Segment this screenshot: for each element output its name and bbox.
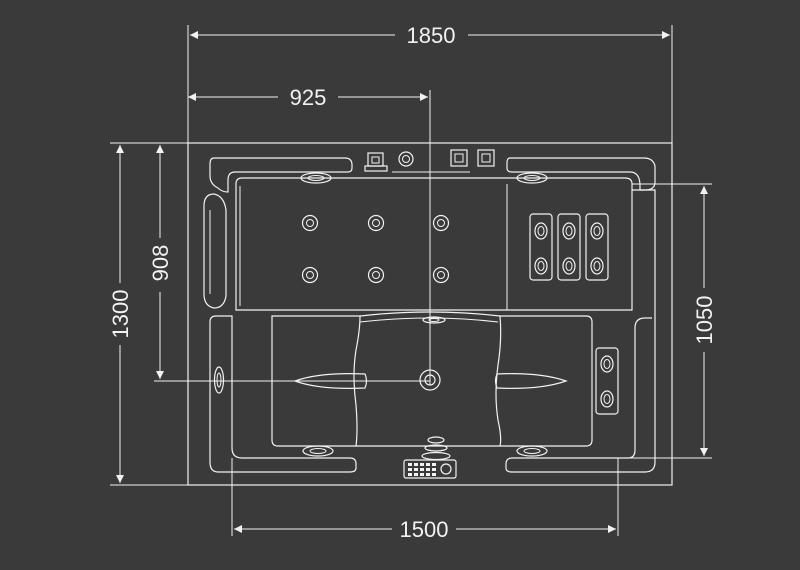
valve-icon — [364, 152, 388, 172]
pillow-icon — [203, 193, 227, 309]
dimension-seat-length: 908 — [148, 145, 430, 382]
dim-label-1050: 1050 — [692, 296, 717, 345]
dimension-overall-length: 1300 — [108, 142, 188, 486]
back-jet-panel — [529, 213, 619, 415]
overflow-icon — [398, 151, 414, 167]
dim-label-925: 925 — [290, 85, 327, 110]
dimension-center-offset: 925 — [188, 85, 431, 385]
jet-icon — [301, 214, 450, 284]
control-button-2 — [477, 149, 495, 167]
control-button-1 — [450, 149, 468, 167]
dim-label-1300: 1300 — [108, 290, 133, 339]
dimension-basin-width: 1500 — [231, 458, 619, 542]
dimension-basin-length: 1050 — [612, 183, 717, 459]
dim-label-1500: 1500 — [400, 517, 449, 542]
light-icon — [213, 172, 548, 457]
dim-label-1850: 1850 — [407, 23, 456, 48]
dim-label-908: 908 — [148, 245, 173, 282]
dimension-overall-width: 1850 — [187, 23, 673, 143]
control-panel-icon — [403, 459, 457, 479]
